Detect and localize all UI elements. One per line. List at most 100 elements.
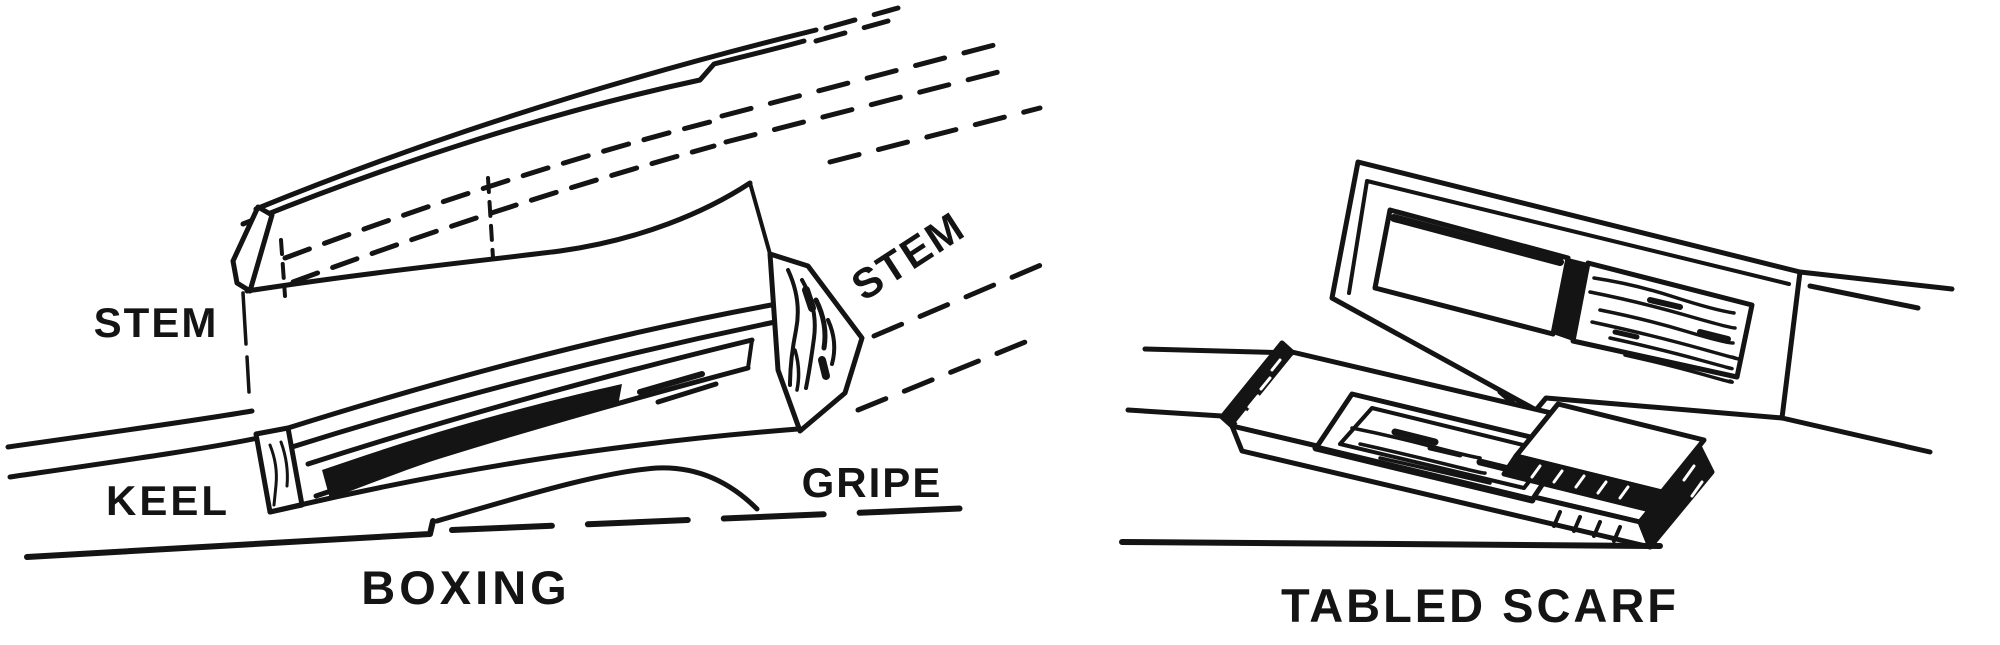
front-hatch-2 [1572, 515, 1582, 533]
stem-left-label: STEM [94, 299, 219, 346]
tabled-scarf-caption: TABLED SCARF [1281, 579, 1679, 632]
upper-grain-6 [1623, 353, 1734, 384]
mortise-grain-tick-2 [655, 381, 719, 405]
dash-line-1 [823, 5, 901, 31]
dash-line-5 [827, 105, 1043, 165]
upper-plank-inner-frame [1347, 179, 1791, 295]
right-end-hatch [1682, 464, 1704, 498]
front-hatch-3 [1592, 520, 1602, 538]
gripe-top-back-edge [285, 299, 791, 431]
upper-scarf-plank [1329, 159, 1803, 421]
left-extension-upper [1142, 346, 1295, 356]
scarf-grain-blob-1 [802, 286, 816, 312]
left-extension-lower [1125, 407, 1225, 419]
leader-segment-1 [241, 291, 248, 346]
stem-front-top-edge [240, 38, 807, 227]
stem-continuation-dashes [719, 5, 1051, 413]
keel-baseline-dashed [449, 505, 975, 533]
stem-timber [230, 27, 819, 298]
scarf-grain-4 [826, 318, 837, 366]
scarf-grain-5 [793, 348, 801, 392]
upper-grain-1 [1592, 276, 1736, 315]
block-hatch-5 [1618, 485, 1630, 500]
stem-right-label: STEM [843, 202, 973, 309]
scarf-divider-band [1553, 258, 1588, 341]
dash-line-6 [871, 259, 1051, 339]
mortise-grain-tick-1 [637, 371, 705, 395]
left-hatch-2 [1259, 376, 1272, 391]
gripe-left-end-face [253, 425, 305, 515]
keel-baseline-solid [24, 518, 436, 560]
front-hatch-1 [1552, 510, 1562, 528]
upper-grain-4 [1590, 320, 1740, 361]
scarf-grain-1 [786, 268, 800, 387]
socket-grain-blob-3 [1427, 445, 1463, 458]
right-extension-lower [1779, 415, 1933, 455]
scarf-grain-blob-2 [818, 356, 830, 380]
stem-top-edge [253, 27, 819, 212]
front-hatch-4 [1612, 525, 1622, 543]
block-hatch-2 [1552, 469, 1564, 484]
right-hatch-1 [1682, 464, 1696, 482]
block-hatch-1 [1530, 464, 1542, 479]
upper-grain-3 [1598, 308, 1735, 345]
scarf-face-grain [786, 268, 837, 392]
upper-grain-blob-1 [1647, 297, 1683, 310]
socket-grain-3 [1378, 456, 1492, 485]
upper-grain-blob-2 [1697, 329, 1731, 342]
dash-line-3 [719, 40, 1005, 119]
stem-hidden-line-lower [290, 143, 717, 285]
keel-taper-edge [434, 465, 760, 524]
keel-timber [5, 408, 975, 560]
stem-bottom-edge [244, 180, 753, 294]
right-hatch-2 [1690, 480, 1704, 498]
hole-top-shadow [1390, 214, 1564, 266]
block-hatch-3 [1574, 474, 1586, 489]
boxing-figure: STEM STEM KEEL GRIPE BOXING [5, 5, 1051, 614]
boxing-caption: BOXING [361, 561, 570, 614]
stem-hidden-line-mid-vertical [486, 176, 495, 260]
gripe-scarf-face [767, 251, 865, 434]
scarf-grain-3 [813, 297, 828, 351]
ground-baseline [1119, 539, 1663, 549]
stem-heel-edge [748, 181, 772, 256]
upper-grain-5 [1608, 336, 1734, 371]
keel-front-top-edge [7, 435, 261, 480]
left-hatch-1 [1270, 358, 1282, 372]
leader-segment-2 [245, 355, 251, 394]
left-hatch-4 [1236, 410, 1248, 424]
socket-grain-blob-1 [1391, 428, 1439, 446]
upper-recess-grain [1588, 276, 1740, 384]
gripe-left-grain-1 [268, 443, 278, 507]
gripe-timber [253, 251, 865, 515]
keel-label: KEEL [106, 477, 230, 524]
tabled-scarf-figure: TABLED SCARF [1119, 159, 1955, 632]
dash-line-2 [813, 18, 891, 44]
stem-keel-leader [241, 291, 251, 394]
stem-hidden-line-left-end [279, 238, 287, 298]
front-face-hatch [1552, 510, 1622, 543]
dash-line-7 [855, 333, 1043, 413]
mortise-dark-fill [322, 384, 622, 499]
gripe-front-top-edge [289, 319, 778, 450]
upper-table-recess [1570, 260, 1755, 380]
mortise-upper-rim [305, 337, 755, 467]
right-arm-top [1797, 269, 1955, 292]
gripe-left-grain-2 [279, 440, 289, 488]
dash-line-4 [723, 66, 1013, 145]
left-end-hatch [1236, 358, 1282, 424]
stem-hidden-line-upper [282, 119, 713, 261]
upper-grain-blob-3 [1612, 329, 1640, 340]
upper-grain-2 [1588, 290, 1737, 330]
socket-grain-2 [1358, 442, 1487, 475]
keel-top-edge [5, 408, 255, 450]
stem-left-end-face [230, 204, 275, 294]
gripe-bottom-edge [267, 426, 801, 515]
table-block-hatch [1530, 464, 1630, 500]
socket-near-shadow [1312, 444, 1536, 504]
right-arm-bottom [1807, 283, 1921, 311]
left-hatch-3 [1247, 394, 1260, 409]
block-hatch-4 [1596, 480, 1608, 495]
timber-extension-lines [1119, 269, 1955, 549]
